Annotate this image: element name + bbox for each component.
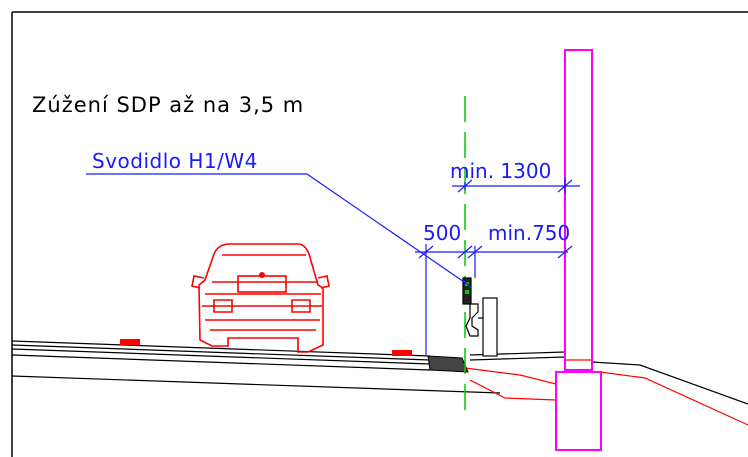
drawing-title: Zúžení SDP až na 3,5 m xyxy=(32,93,304,117)
road-marking-right xyxy=(392,350,412,356)
dimension-right-label: min.750 xyxy=(488,221,570,245)
barrier-label: Svodidlo H1/W4 xyxy=(92,149,258,173)
terrain-lines xyxy=(464,359,748,426)
dimension-lines xyxy=(86,173,580,356)
curb-hatched xyxy=(427,355,469,373)
pillar xyxy=(555,49,602,451)
car-rear-view xyxy=(191,243,330,353)
dimension-top-label: min. 1300 xyxy=(450,159,551,183)
dimension-left-label: 500 xyxy=(423,221,461,245)
road-layers xyxy=(11,340,748,405)
car-emblem xyxy=(259,272,265,278)
road-marking-left xyxy=(120,339,140,345)
guardrail xyxy=(462,277,498,357)
